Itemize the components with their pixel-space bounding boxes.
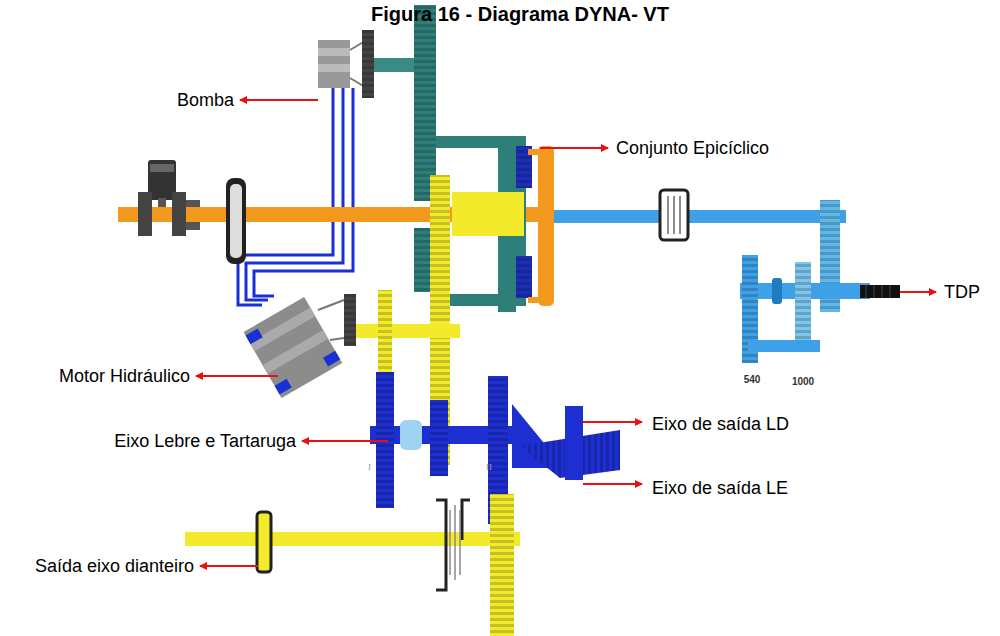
part-label: TDP bbox=[944, 282, 980, 303]
svg-text:I: I bbox=[368, 462, 371, 472]
svg-text:II: II bbox=[486, 462, 492, 472]
part-label: Eixo de saída LD bbox=[652, 414, 789, 435]
part-label: Conjunto Epicíclico bbox=[616, 138, 769, 159]
part-label: Eixo Lebre e Tartaruga bbox=[114, 431, 296, 452]
speed-label: 1000 bbox=[792, 376, 814, 388]
part-label: Eixo de saída LE bbox=[652, 478, 788, 499]
part-label: Bomba bbox=[177, 90, 234, 111]
speed-label: 540 bbox=[744, 374, 761, 386]
figure-title: Figura 16 - Diagrama DYNA- VT bbox=[371, 3, 669, 26]
part-label: Saída eixo dianteiro bbox=[35, 556, 194, 577]
part-label: Motor Hidráulico bbox=[59, 366, 190, 387]
